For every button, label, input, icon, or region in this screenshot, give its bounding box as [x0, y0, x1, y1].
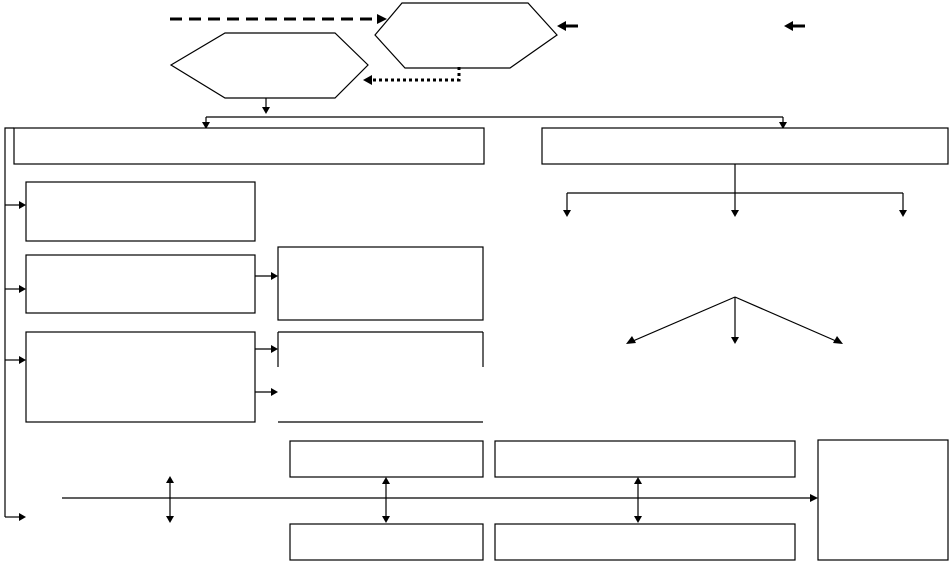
box-top-right: [541, 127, 949, 165]
box-middle-2: [277, 331, 484, 423]
box-left-3: [25, 331, 256, 423]
box-bottom-1: [289, 440, 484, 478]
hexagon-down-arrow: [262, 98, 270, 114]
box-left-1: [25, 181, 256, 242]
dashed-arrow: [170, 14, 387, 24]
box-bottom-4: [494, 523, 796, 561]
box-bottom-2: [494, 440, 796, 478]
double-arrow-1: [166, 476, 174, 523]
fan-arrow-center: [731, 297, 739, 344]
split-arrow-right: [779, 117, 787, 129]
right-branch-arrow-1: [563, 193, 571, 217]
double-arrow-3: [634, 477, 642, 523]
right-branch-arrow-3: [899, 193, 907, 217]
spine-arrow-4: [5, 513, 26, 521]
long-arrow-to-far-right: [62, 494, 818, 502]
box-bottom-3: [289, 523, 484, 561]
thick-arrow-marker-1: [557, 21, 578, 31]
left-spine: [4, 127, 14, 517]
box-left-2: [25, 254, 256, 314]
arrow-left2-to-middle1: [255, 272, 278, 280]
box-top-left: [13, 127, 485, 165]
spine-arrow-2: [5, 285, 26, 293]
right-branch-arrow-2: [731, 193, 739, 217]
thick-arrow-marker-2: [784, 21, 805, 31]
spine-arrow-1: [5, 201, 26, 209]
split-arrow-left: [202, 117, 210, 129]
spine-arrow-3: [5, 356, 26, 364]
dotted-arrow: [363, 67, 461, 85]
fan-arrow-right: [734, 296, 843, 344]
hexagon-left: [169, 32, 369, 99]
fan-arrow-left: [626, 296, 736, 344]
double-arrow-2: [382, 477, 390, 523]
hexagon-right: [374, 2, 558, 69]
box-middle-1: [277, 246, 484, 321]
arrow-left3-to-middle2-a: [255, 345, 278, 353]
box-far-right: [817, 439, 949, 561]
arrow-left3-to-middle2-b: [255, 388, 278, 396]
